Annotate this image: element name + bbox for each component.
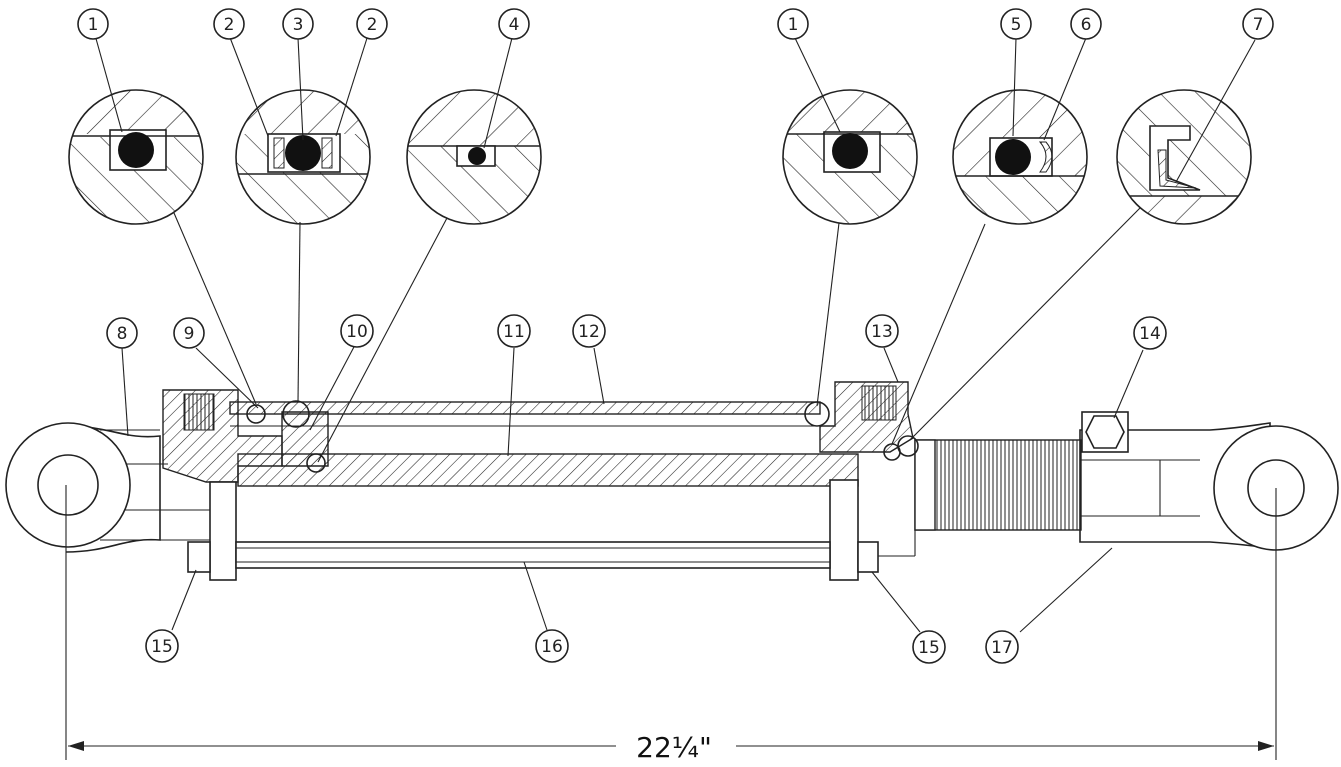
svg-text:15: 15	[151, 637, 173, 657]
svg-text:10: 10	[346, 322, 368, 342]
piston-rod	[237, 453, 859, 487]
callout-15b: 15	[912, 630, 946, 664]
callout-balloons: 1 2 3 2 4 1 5 6 7 8 9 10 11 12 13 14 15 …	[77, 8, 1274, 664]
callout-10: 10	[340, 314, 374, 348]
svg-text:1: 1	[788, 15, 799, 35]
svg-text:2: 2	[224, 15, 235, 35]
callout-7: 7	[1242, 8, 1274, 40]
svg-text:9: 9	[184, 324, 195, 344]
svg-text:11: 11	[503, 322, 525, 342]
callout-4: 4	[498, 8, 530, 40]
callout-1b: 1	[777, 8, 809, 40]
leader-lines	[94, 34, 1256, 633]
callout-14: 14	[1133, 316, 1167, 350]
svg-text:6: 6	[1081, 15, 1092, 35]
callout-16: 16	[535, 629, 569, 663]
callout-12: 12	[572, 314, 606, 348]
callout-6: 6	[1070, 8, 1102, 40]
svg-text:4: 4	[509, 15, 520, 35]
callout-1a: 1	[77, 8, 109, 40]
callout-15a: 15	[145, 629, 179, 663]
tie-rod-assembly	[187, 479, 916, 581]
left-rod-eye	[5, 422, 210, 553]
svg-text:14: 14	[1139, 324, 1161, 344]
svg-text:1: 1	[88, 15, 99, 35]
right-rod-eye	[1079, 411, 1339, 551]
dimension-label: 22¼"	[636, 731, 712, 764]
callout-5: 5	[1000, 8, 1032, 40]
overall-dimension: 22¼"	[65, 485, 1277, 764]
svg-text:15: 15	[918, 638, 940, 658]
piston	[281, 411, 329, 467]
svg-text:8: 8	[117, 324, 128, 344]
callout-13: 13	[865, 314, 899, 348]
svg-text:2: 2	[367, 15, 378, 35]
svg-text:17: 17	[991, 638, 1013, 658]
callout-17: 17	[985, 630, 1019, 664]
detail-view-small-oring	[406, 89, 542, 225]
callout-9: 9	[173, 317, 205, 349]
detail-view-oring-1	[68, 89, 204, 225]
hex-plug	[1081, 411, 1129, 453]
detail-view-wiper	[1116, 89, 1252, 225]
svg-text:5: 5	[1011, 15, 1022, 35]
svg-text:13: 13	[871, 322, 893, 342]
threaded-rod-end	[914, 439, 1082, 531]
detail-view-oring-1b	[782, 89, 918, 225]
callout-2a: 2	[213, 8, 245, 40]
svg-text:16: 16	[541, 637, 563, 657]
svg-text:7: 7	[1253, 15, 1264, 35]
callout-3: 3	[282, 8, 314, 40]
svg-text:3: 3	[293, 15, 304, 35]
svg-text:12: 12	[578, 322, 600, 342]
cylinder-assembly	[5, 381, 1339, 581]
callout-2b: 2	[356, 8, 388, 40]
detail-view-oring-backup	[235, 89, 371, 225]
detail-view-piston-seal	[952, 89, 1088, 225]
callout-8: 8	[106, 317, 138, 349]
callout-11: 11	[497, 314, 531, 348]
